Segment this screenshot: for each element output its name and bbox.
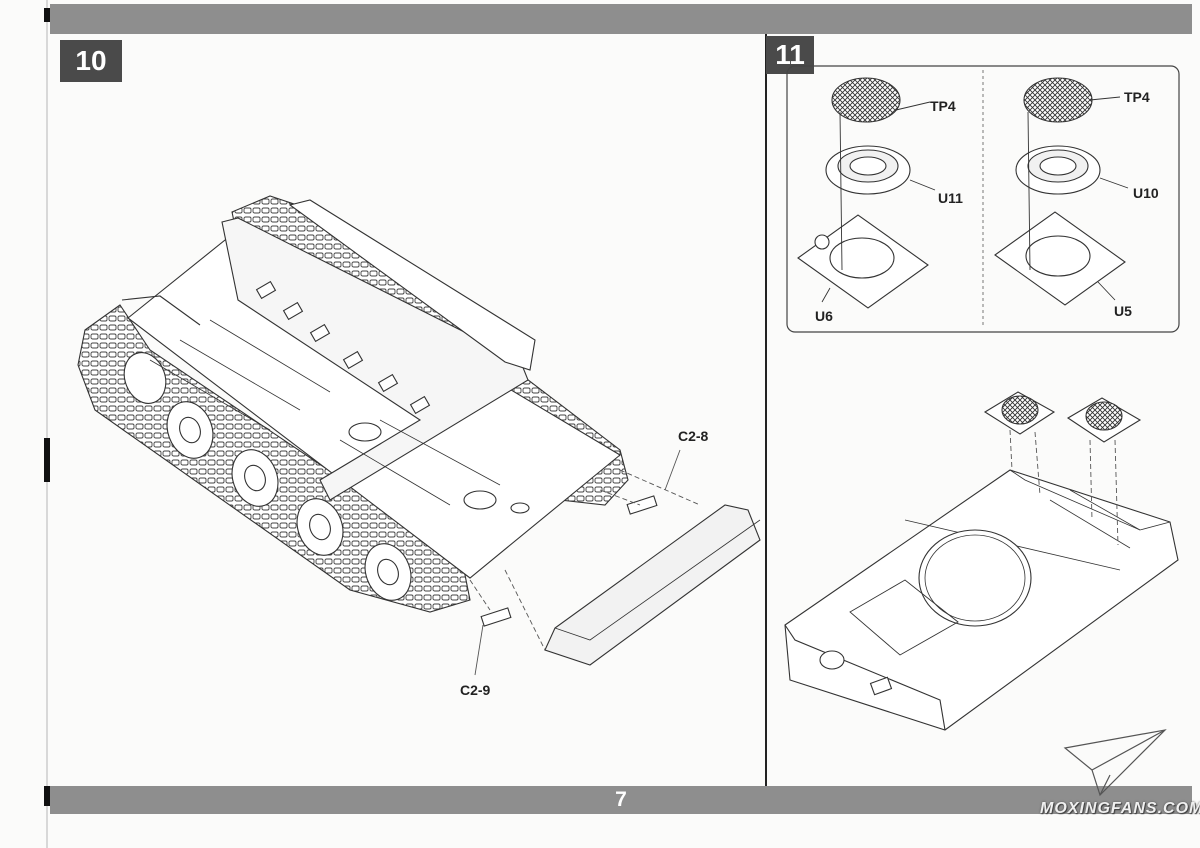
step-11-right-hatch [994, 77, 1129, 306]
page-number: 7 [615, 788, 627, 811]
watermark-text: MOXINGFANS.COM [1040, 800, 1200, 817]
step-11-left-hatch [797, 77, 936, 309]
label-c2-8: C2-8 [678, 428, 709, 444]
watermark-logo [1063, 729, 1167, 797]
label-u5: U5 [1114, 303, 1132, 319]
label-tp4-left: TP4 [930, 98, 956, 114]
step-11-detail-box [786, 65, 1180, 333]
step-divider [765, 34, 767, 786]
step-10-badge: 10 [60, 40, 122, 82]
footer-bar: 7 [50, 786, 1192, 814]
binding-edge [46, 0, 48, 848]
step-10-hull-drawing [77, 195, 761, 676]
label-u6: U6 [815, 308, 833, 324]
label-u11: U11 [938, 190, 963, 206]
binding-mark [44, 8, 50, 22]
binding-mark [44, 438, 50, 482]
label-u10: U10 [1133, 185, 1159, 201]
label-tp4-right: TP4 [1124, 89, 1150, 105]
header-bar [50, 4, 1192, 34]
binding-mark [44, 786, 50, 806]
label-c2-9: C2-9 [460, 682, 491, 698]
step-11-engine-deck [784, 391, 1179, 731]
